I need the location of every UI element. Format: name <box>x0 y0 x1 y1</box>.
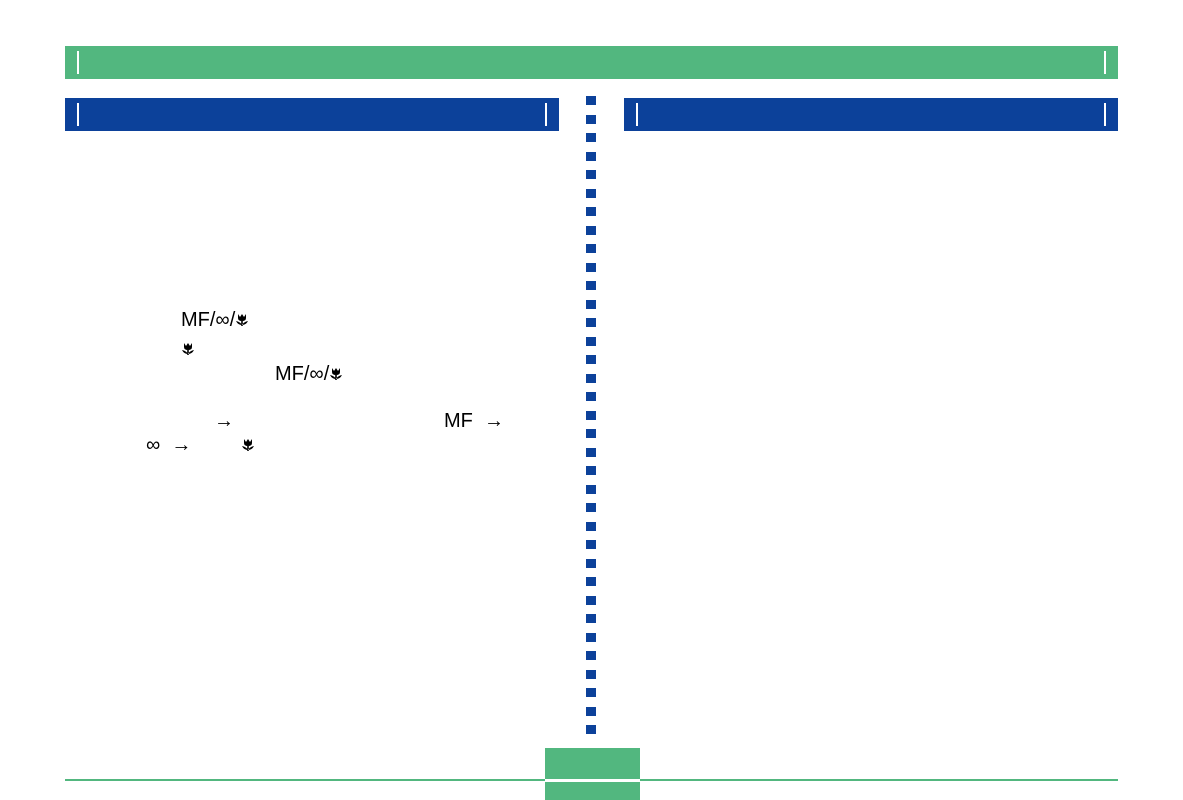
divider-dot <box>586 577 596 586</box>
column-divider <box>586 96 596 734</box>
macro-flower-icon <box>242 439 255 451</box>
divider-dot <box>586 281 596 290</box>
divider-dot <box>586 151 596 161</box>
mode-sequence-end: ∞ → <box>146 433 255 457</box>
divider-dot <box>586 688 596 697</box>
divider-dot <box>586 133 596 142</box>
divider-dot <box>586 225 596 235</box>
title-bar-tab-right <box>1104 51 1106 74</box>
divider-dot <box>586 540 596 549</box>
left-section-header <box>65 98 559 131</box>
divider-dot <box>586 614 596 623</box>
left-header-tab-left <box>77 103 79 126</box>
divider-dot <box>586 521 596 531</box>
divider-dot <box>586 188 596 198</box>
divider-dot <box>586 632 596 642</box>
divider-dot <box>586 466 596 475</box>
divider-dot <box>586 410 596 420</box>
divider-dot <box>586 170 596 179</box>
mode-label: MF/∞/ <box>275 363 330 385</box>
divider-dot <box>586 706 596 716</box>
divider-dot <box>586 558 596 568</box>
title-bar-tab-left <box>77 51 79 74</box>
footer-rule-left <box>65 779 545 781</box>
right-header-tab-left <box>636 103 638 126</box>
mode-label: MF/∞/ <box>181 309 236 331</box>
mode-label: ∞ → <box>146 434 242 456</box>
left-header-tab-right <box>545 103 547 126</box>
divider-dot <box>586 392 596 401</box>
divider-dot <box>586 299 596 309</box>
page-number-tab <box>545 748 640 800</box>
divider-dot <box>586 429 596 438</box>
divider-dot <box>586 336 596 346</box>
divider-dot <box>586 355 596 364</box>
divider-dot <box>586 484 596 494</box>
divider-dot <box>586 96 596 105</box>
mode-label: MF → <box>444 410 504 432</box>
divider-dot <box>586 244 596 253</box>
right-header-tab-right <box>1104 103 1106 126</box>
divider-dot <box>586 595 596 605</box>
mode-line-4-arrow: → <box>214 409 234 433</box>
divider-dot <box>586 373 596 383</box>
right-section-header <box>624 98 1118 131</box>
divider-dot <box>586 725 596 734</box>
footer-rule-right <box>640 779 1118 781</box>
divider-dot <box>586 262 596 272</box>
divider-dot <box>586 447 596 457</box>
mode-line-3: MF/∞/ <box>275 362 343 386</box>
chapter-title-bar <box>65 46 1118 79</box>
mode-line-1: MF/∞/ <box>181 308 249 332</box>
divider-dot <box>586 669 596 679</box>
mode-line-2 <box>181 337 195 361</box>
mode-label: → <box>214 410 234 432</box>
divider-dot <box>586 318 596 327</box>
divider-dot <box>586 207 596 216</box>
mode-sequence-start: MF → <box>444 409 504 433</box>
macro-flower-icon <box>330 368 343 380</box>
divider-dot <box>586 503 596 512</box>
macro-flower-icon <box>182 343 194 355</box>
divider-dot <box>586 114 596 124</box>
divider-dot <box>586 651 596 660</box>
macro-flower-icon <box>236 314 249 326</box>
